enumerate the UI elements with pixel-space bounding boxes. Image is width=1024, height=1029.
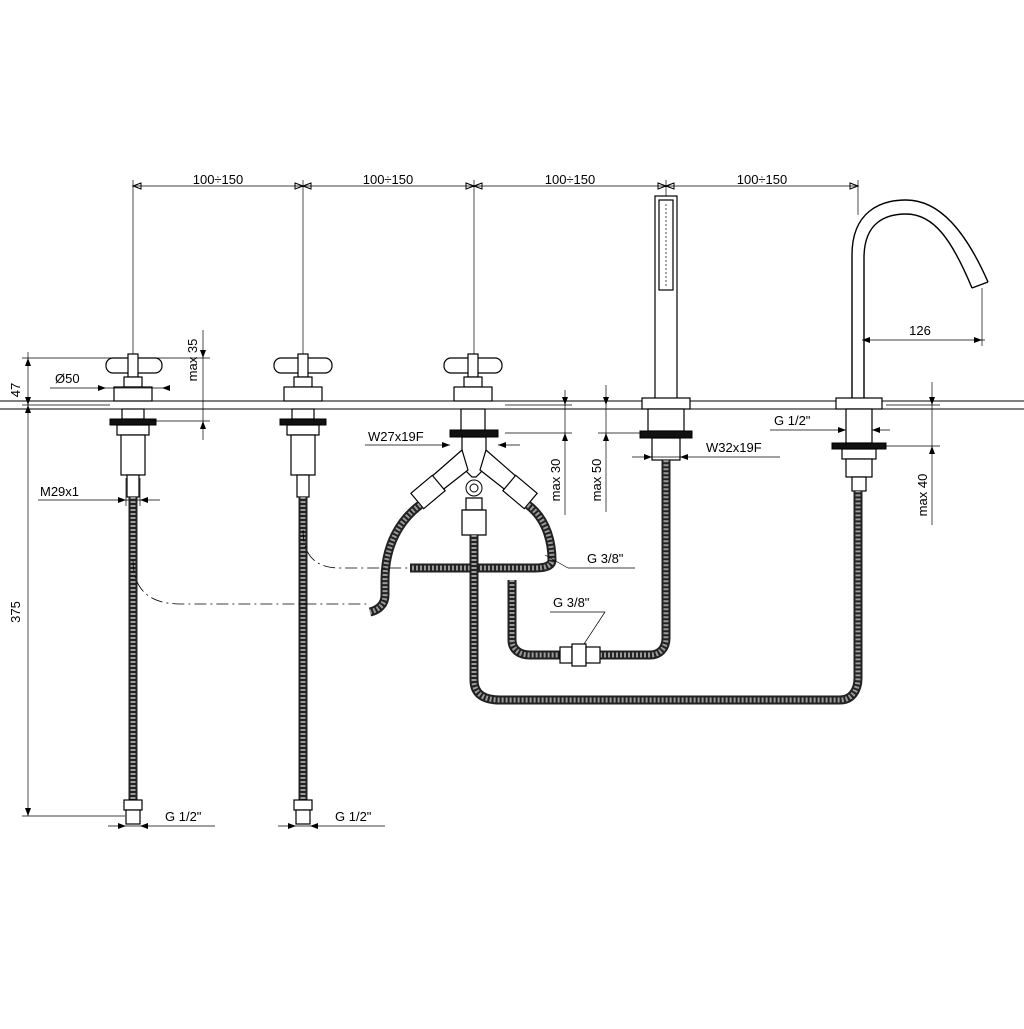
- max30-label: max 30: [548, 459, 563, 502]
- max35-label: max 35: [185, 339, 200, 382]
- g12-middle-label: G 1/2": [335, 809, 372, 824]
- spacing-label-3: 100÷150: [545, 172, 596, 187]
- height-label-47: 47: [8, 383, 23, 397]
- spacing-dimension-line: [131, 180, 860, 382]
- hoses: [123, 460, 863, 825]
- max50-label: max 50: [589, 459, 604, 502]
- g38-leaders: [544, 554, 635, 645]
- spacing-label-1: 100÷150: [193, 172, 244, 187]
- m29-dimension: [38, 478, 160, 506]
- spacing-label-4: 100÷150: [737, 172, 788, 187]
- left-valve: [105, 353, 163, 498]
- max40-label: max 40: [915, 474, 930, 517]
- bath-spout: [831, 199, 989, 492]
- handle-diameter-dimension: [50, 385, 170, 391]
- spout-thread-label: G 1/2": [774, 413, 811, 428]
- g12-spout-dimension: [770, 427, 890, 433]
- spout-reach-dimension: [862, 288, 985, 346]
- m29-thread-label: M29x1: [40, 484, 79, 499]
- w32-dimension: [632, 454, 780, 460]
- w27-thread-label: W27x19F: [368, 429, 424, 444]
- connection-centerlines: [132, 529, 410, 605]
- spout-reach-label: 126: [909, 323, 931, 338]
- max40-dimension: [886, 382, 940, 525]
- hose-length-label-375: 375: [8, 601, 23, 623]
- g12-left-label: G 1/2": [165, 809, 202, 824]
- diverter-valve: [410, 353, 538, 536]
- max35-dimension: [140, 330, 210, 440]
- hand-shower: [639, 195, 693, 461]
- left-height-dimensions: [22, 352, 125, 817]
- w32-thread-label: W32x19F: [706, 440, 762, 455]
- w27-dimension: [365, 442, 520, 448]
- max30-dimension: [505, 390, 572, 515]
- g38-upper-label: G 3/8": [587, 551, 624, 566]
- middle-valve: [273, 353, 333, 498]
- spacing-label-2: 100÷150: [363, 172, 414, 187]
- g12-bottom-dimensions: [108, 823, 385, 829]
- max50-dimension: [598, 385, 640, 512]
- g38-lower-label: G 3/8": [553, 595, 590, 610]
- handle-diameter-label: Ø50: [55, 371, 80, 386]
